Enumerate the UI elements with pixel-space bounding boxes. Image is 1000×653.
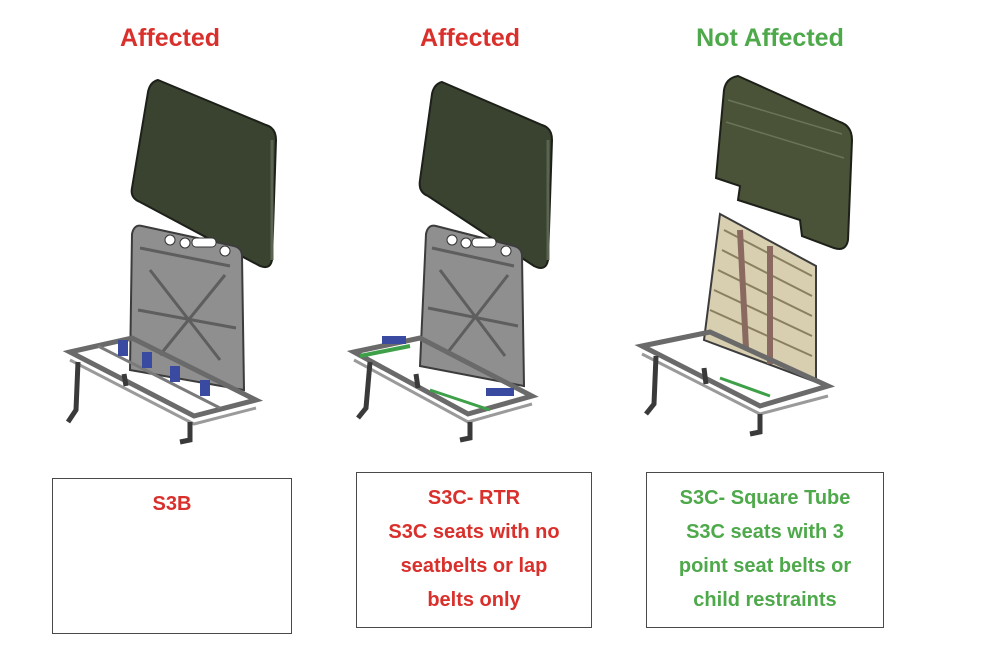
card-line: S3C- Square Tube — [679, 487, 851, 509]
backrest-cushion — [130, 78, 278, 269]
seat-illustration — [346, 80, 554, 443]
card-line: S3C- RTR — [427, 487, 521, 509]
card-line: S3C seats with no — [388, 521, 560, 543]
card-line: seatbelts or lap — [400, 555, 548, 577]
status-heading: Affected — [419, 24, 520, 52]
seat-description-card: S3B — [52, 478, 292, 634]
card-line: S3C seats with 3 — [686, 521, 844, 543]
card-line: point seat belts or — [678, 555, 852, 577]
seat-description-card: S3C- Square Tube S3C seats with 3 point … — [646, 472, 884, 628]
seat-legs — [356, 361, 473, 443]
seat-illustration — [62, 78, 278, 445]
card-line: S3B — [152, 493, 192, 515]
seat-base-frame — [634, 329, 836, 409]
seat-description-card: S3C- RTR S3C seats with no seatbelts or … — [356, 472, 592, 628]
status-heading: Not Affected — [696, 24, 844, 52]
status-heading: Affected — [119, 24, 220, 52]
seat-illustration — [634, 74, 854, 437]
seat-base-frame — [62, 335, 264, 419]
seat-legs — [65, 361, 193, 445]
column-s3c-rtr: Affected S3C- RTR S3C seats with no seat… — [320, 0, 620, 653]
seat-legs — [644, 355, 763, 437]
card-line: child restraints — [693, 589, 837, 611]
seat-belt — [737, 229, 749, 349]
column-s3b: Affected S3B — [20, 0, 320, 653]
backrest-cushion — [714, 74, 854, 250]
card-line: belts only — [427, 589, 521, 611]
backrest-cushion — [418, 80, 554, 269]
column-s3c-square-tube: Not Affected S3C- Square Tube S3C seats … — [620, 0, 920, 653]
